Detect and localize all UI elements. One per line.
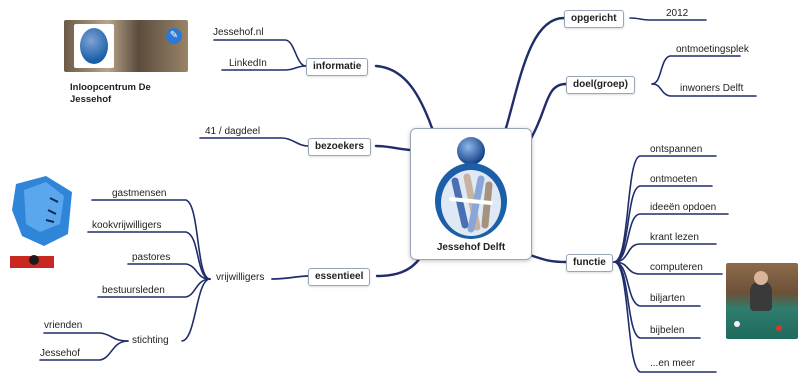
volunteer-illustration — [6, 172, 78, 272]
org-name: Inloopcentrum De Jessehof — [70, 82, 151, 105]
node-informatie[interactable]: informatie — [306, 58, 369, 76]
node-functie[interactable]: functie — [566, 254, 613, 272]
org-photo — [64, 20, 188, 72]
volunteer-bestuursleden: bestuursleden — [102, 285, 165, 296]
function-biljarten: biljarten — [650, 293, 686, 304]
function-bijbelen: bijbelen — [650, 325, 685, 336]
link-jessehof-nl[interactable]: Jessehof.nl — [213, 27, 264, 38]
goal-ontmoetingsplek: ontmoetingsplek — [676, 44, 749, 55]
function-en-meer: ...en meer — [650, 358, 696, 369]
visitors-count: 41 / dagdeel — [205, 126, 261, 137]
jessehof-logo — [435, 137, 507, 239]
stichting-jessehof: Jessehof — [40, 348, 81, 359]
function-ontmoeten: ontmoeten — [650, 174, 698, 185]
link-linkedin[interactable]: LinkedIn — [229, 58, 267, 69]
function-ontspannen: ontspannen — [650, 144, 703, 155]
edit-icon[interactable]: ✎ — [166, 28, 182, 44]
central-node-title: Jessehof Delft — [436, 242, 506, 253]
subnode-stichting: stichting — [132, 335, 169, 346]
node-doel[interactable]: doel(groep) — [566, 76, 635, 94]
function-computeren: computeren — [650, 262, 703, 273]
goal-inwoners-delft: inwoners Delft — [680, 83, 744, 94]
subnode-vrijwilligers: vrijwilligers — [216, 272, 265, 283]
node-opgericht[interactable]: opgericht — [564, 10, 624, 28]
founded-year: 2012 — [666, 8, 689, 19]
volunteer-pastores: pastores — [132, 252, 171, 263]
volunteer-kookvrijwilligers: kookvrijwilligers — [92, 220, 162, 231]
volunteer-gastmensen: gastmensen — [112, 188, 167, 199]
node-bezoekers[interactable]: bezoekers — [308, 138, 371, 156]
stichting-vrienden: vrienden — [44, 320, 83, 331]
function-krant-lezen: krant lezen — [650, 232, 699, 243]
central-node[interactable]: Jessehof Delft — [410, 128, 532, 260]
function-ideeen-opdoen: ideeën opdoen — [650, 202, 717, 213]
node-essentieel[interactable]: essentieel — [308, 268, 371, 286]
billiards-photo — [726, 263, 798, 339]
